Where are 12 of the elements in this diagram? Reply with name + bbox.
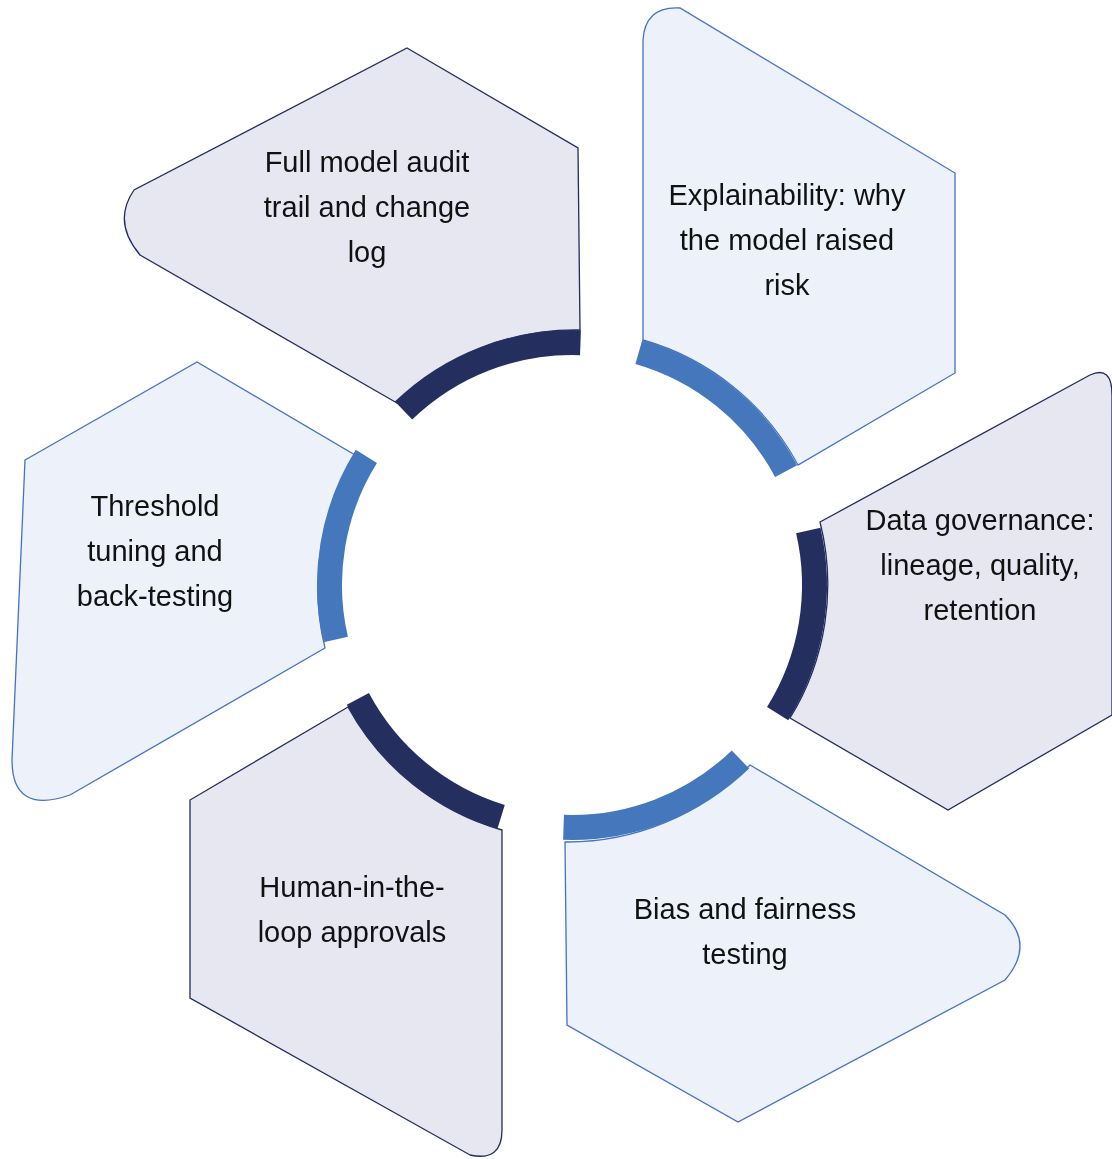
panel-text: Explainability: why the model raised risk [667, 178, 907, 303]
hexagon-panel [635, 7, 956, 477]
panel-text: Human-in-the-loop approvals [256, 870, 448, 950]
hexagon-panel [189, 693, 505, 1157]
hexagon-panel [563, 750, 1021, 1123]
panel-text: Threshold tuning and back-testing [75, 489, 235, 614]
hexagon-panel [11, 361, 377, 801]
panel-text: Bias and fairness testing [632, 892, 858, 972]
hexagon-panel [767, 371, 1112, 811]
panel-text: Full model audit trail and change log [262, 145, 472, 270]
hexagon-panel [123, 47, 581, 420]
panel-text: Data governance: lineage, quality, retention [864, 503, 1096, 628]
